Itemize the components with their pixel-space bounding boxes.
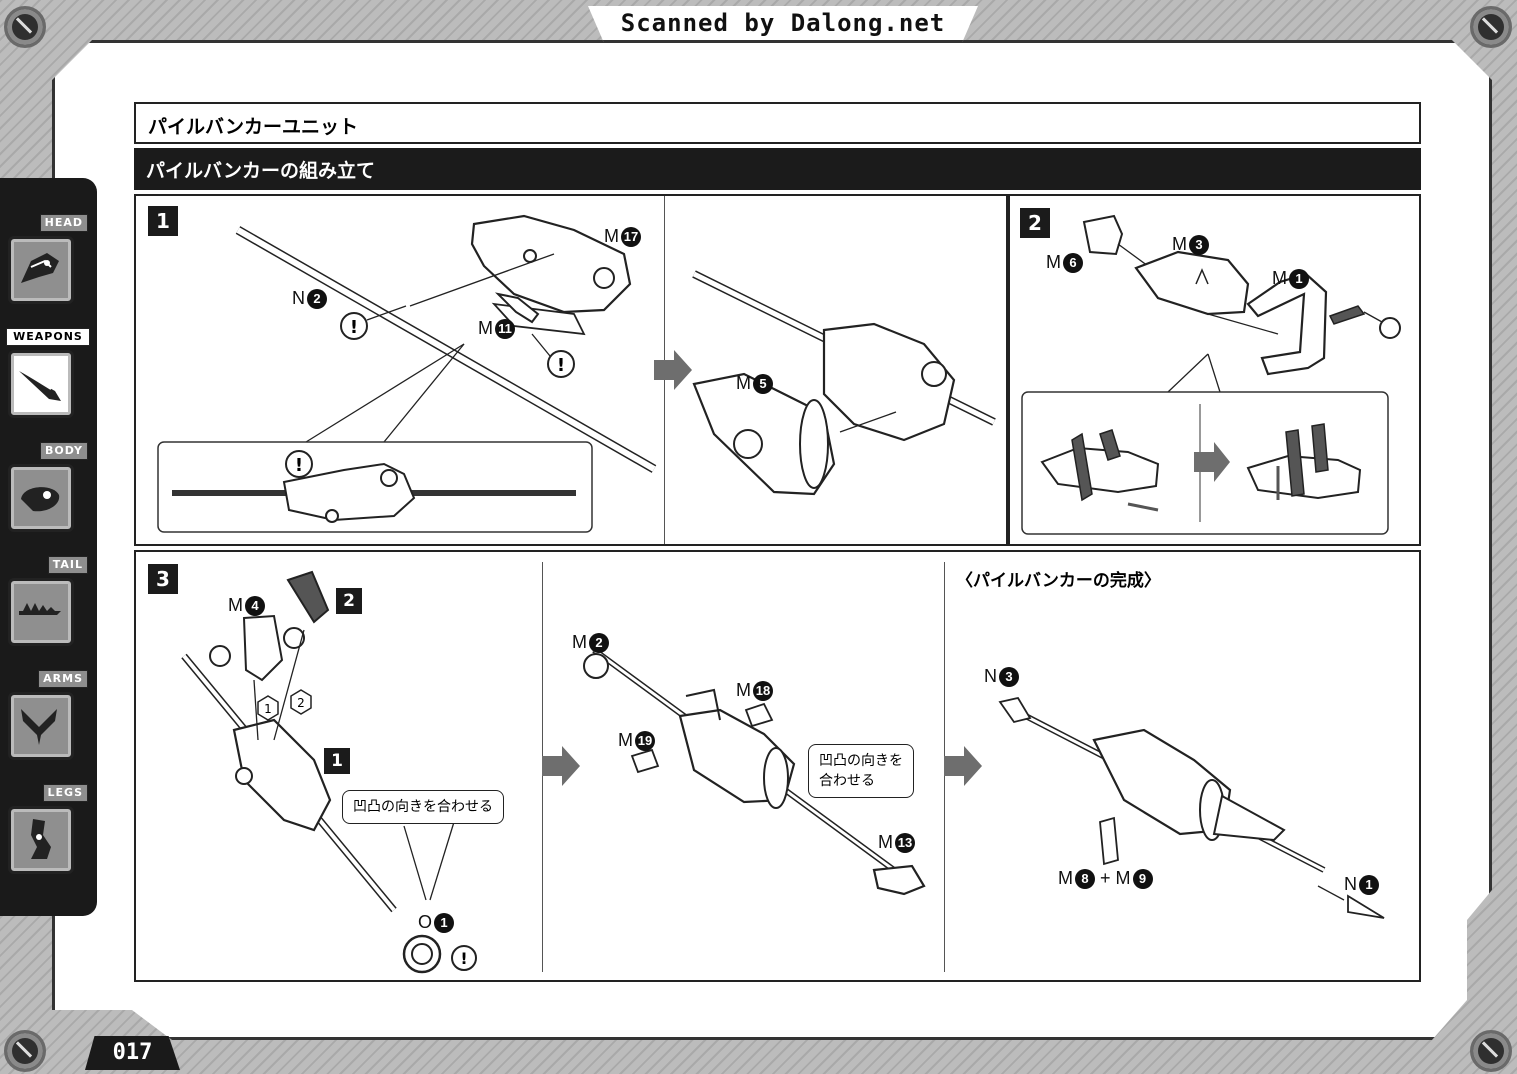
section-title: パイルバンカーユニット [148, 116, 358, 138]
part-number: 13 [895, 833, 915, 854]
page-number: 017 [85, 1036, 180, 1070]
alignment-callout: 凹凸の向きを合わせる [342, 790, 504, 824]
alignment-callout: 凹凸の向きを 合わせる [808, 744, 914, 798]
plus-sign: + [1100, 868, 1111, 888]
svg-text:2: 2 [297, 696, 305, 710]
tab-label: LEGS [42, 784, 88, 802]
part-number: 3 [1189, 235, 1209, 256]
arms-icon [8, 692, 74, 760]
part-letter: M [736, 373, 751, 393]
section-sidebar: HEAD WEAPONS BODY TAIL ARMS LEGS [0, 178, 97, 916]
part-number: 4 [245, 596, 265, 617]
part-number: 9 [1132, 869, 1153, 890]
corner-bolt-icon [1470, 1030, 1512, 1072]
part-letter: M [618, 730, 633, 750]
part-number: 18 [753, 681, 773, 702]
part-number: 19 [635, 731, 655, 752]
svg-text:!: ! [350, 317, 358, 338]
weapons-icon [8, 350, 74, 418]
part-letter: M [604, 226, 619, 246]
callout-line: 合わせる [819, 773, 875, 789]
tab-body[interactable]: BODY [2, 442, 88, 544]
subsection-header: パイルバンカーの組み立て [134, 148, 1421, 190]
part-letter: M [1115, 868, 1131, 888]
part-number: 17 [621, 227, 641, 248]
part-letter: M [478, 318, 493, 338]
part-letter: M [228, 595, 243, 615]
tab-head[interactable]: HEAD [2, 214, 88, 316]
tab-arms[interactable]: ARMS [2, 670, 88, 772]
step-number: 3 [148, 564, 178, 594]
part-number: 1 [434, 913, 455, 934]
tab-legs[interactable]: LEGS [2, 784, 88, 886]
callout-line: 凹凸の向きを [819, 753, 903, 769]
legs-icon [8, 806, 74, 874]
tail-icon [8, 578, 74, 646]
step-reference: 2 [336, 588, 362, 614]
head-icon [8, 236, 74, 304]
tab-label: ARMS [38, 670, 88, 688]
part-letter: N [292, 288, 305, 308]
part-number: 2 [307, 289, 327, 310]
part-number: 1 [1359, 875, 1379, 896]
part-letter: M [736, 680, 751, 700]
corner-bolt-icon [1470, 6, 1512, 48]
corner-bolt-icon [4, 6, 46, 48]
tab-label: TAIL [47, 556, 88, 574]
completion-title: 〈パイルバンカーの完成〉 [956, 571, 1161, 591]
tab-label: BODY [39, 442, 88, 460]
tab-label: HEAD [39, 214, 88, 232]
part-number: 6 [1063, 253, 1083, 274]
step-2-illustration [1021, 214, 1401, 535]
tab-weapons[interactable]: WEAPONS [2, 328, 90, 430]
step-reference: 1 [324, 748, 350, 774]
part-number: 5 [753, 374, 773, 395]
tab-tail[interactable]: TAIL [2, 556, 88, 658]
part-letter: M [1058, 868, 1073, 888]
part-letter: M [1272, 268, 1287, 288]
part-letter: M [1172, 234, 1187, 254]
body-icon [8, 464, 74, 532]
svg-text:!: ! [295, 455, 303, 476]
part-number: 11 [495, 319, 515, 340]
step-number: 1 [148, 206, 178, 236]
scan-watermark: Scanned by Dalong.net [588, 6, 978, 42]
part-letter: M [878, 832, 893, 852]
part-letter: N [984, 666, 997, 686]
part-number: 8 [1075, 869, 1095, 890]
step-3-illustration: 1 2 ! [181, 570, 1385, 974]
part-number: 3 [999, 667, 1019, 688]
svg-text:!: ! [460, 949, 467, 968]
section-header: パイルバンカーユニット [134, 102, 1421, 144]
tab-label: WEAPONS [6, 328, 90, 346]
part-number: 2 [589, 633, 609, 654]
step-number: 2 [1020, 208, 1050, 238]
part-letter: N [1344, 874, 1357, 894]
svg-text:!: ! [557, 355, 565, 376]
corner-bolt-icon [4, 1030, 46, 1072]
part-letter: M [1046, 252, 1061, 272]
part-letter: M [572, 632, 587, 652]
part-number: 1 [1289, 269, 1309, 290]
subsection-title: パイルバンカーの組み立て [146, 160, 375, 182]
step-1-illustration: ! ! ! [157, 214, 996, 533]
part-letter: O [418, 912, 433, 932]
svg-text:1: 1 [264, 702, 272, 716]
